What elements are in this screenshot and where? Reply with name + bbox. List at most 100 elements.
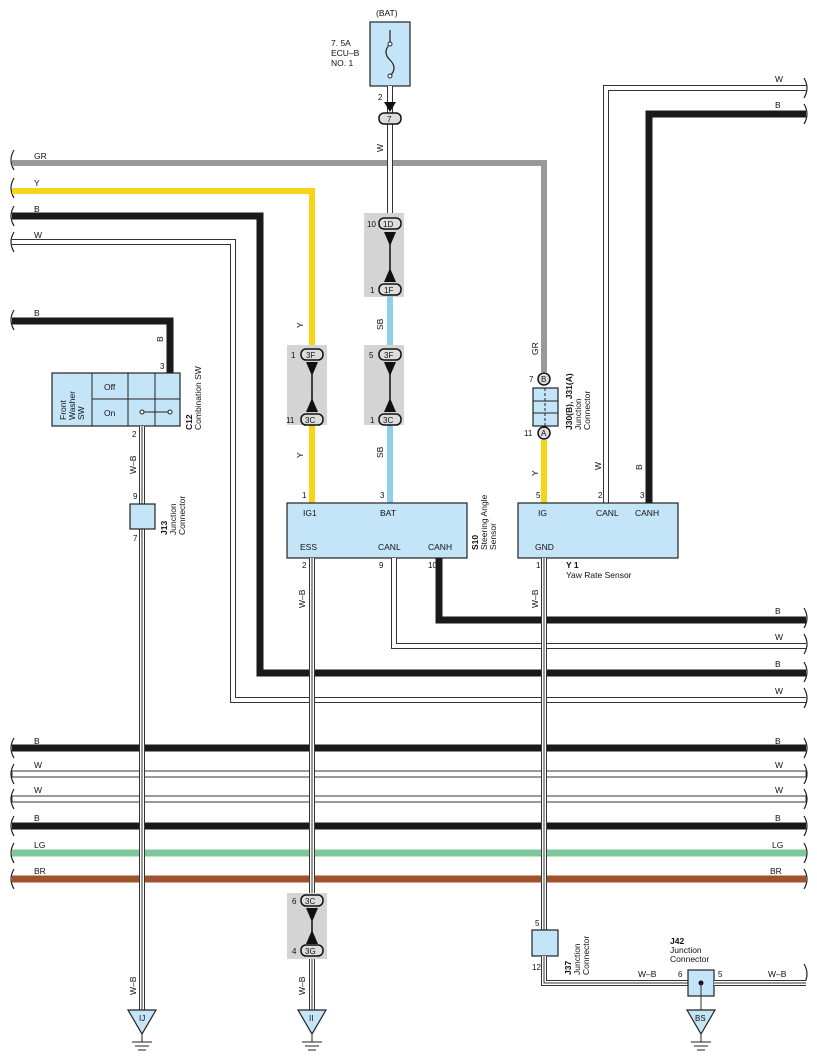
svg-text:Washer: Washer <box>67 391 77 420</box>
svg-text:A: A <box>541 429 547 438</box>
svg-text:GND: GND <box>535 542 554 552</box>
svg-text:BAT: BAT <box>380 508 396 518</box>
junction-connector-j13: 9 7 J13 Junction Connector <box>129 492 187 543</box>
svg-text:J30(B), J31(A): J30(B), J31(A) <box>564 373 574 430</box>
bus-wire-b-2: B B <box>12 813 806 830</box>
junction-box-3f-3c-y: 3F 1 3C 11 <box>286 345 327 426</box>
bus-wire-w-2: W W <box>11 785 807 803</box>
svg-text:7: 7 <box>529 375 534 384</box>
svg-text:W–B: W–B <box>638 969 657 979</box>
svg-text:LG: LG <box>34 840 45 850</box>
svg-text:11: 11 <box>286 416 295 425</box>
svg-text:B: B <box>775 659 781 669</box>
bus-wire-lg: LG LG <box>12 840 806 857</box>
svg-text:CANH: CANH <box>428 542 452 552</box>
junction-box-1d-1f: 1D 10 1F 1 <box>364 213 404 297</box>
steering-angle-sensor: IG1 BAT ESS CANL CANH 1 3 2 9 10 S10 Ste… <box>286 491 498 570</box>
junction-connector-j42: J42 Junction Connector 6 5 <box>670 936 723 1010</box>
svg-text:Y: Y <box>34 178 40 188</box>
svg-text:(BAT): (BAT) <box>376 8 398 18</box>
svg-text:W–B: W–B <box>128 976 138 995</box>
svg-text:IJ: IJ <box>139 1014 145 1023</box>
svg-text:1: 1 <box>370 286 375 295</box>
svg-text:W: W <box>593 462 603 470</box>
svg-text:5: 5 <box>536 491 541 500</box>
svg-text:3: 3 <box>160 362 165 371</box>
svg-text:ECU–B: ECU–B <box>331 48 360 58</box>
wire-ess-lower: W–B <box>297 959 315 1010</box>
wire-b-top: B B <box>12 204 806 677</box>
bus-wire-br: BR BR <box>12 866 806 883</box>
svg-text:B: B <box>155 336 165 342</box>
svg-text:2: 2 <box>598 491 603 500</box>
svg-text:Steering Angle: Steering Angle <box>479 494 489 550</box>
svg-text:B: B <box>775 813 781 823</box>
svg-text:GR: GR <box>34 151 47 161</box>
svg-text:3C: 3C <box>305 416 315 425</box>
svg-text:BR: BR <box>34 866 46 876</box>
svg-text:1: 1 <box>370 416 375 425</box>
svg-text:Connector: Connector <box>581 936 591 975</box>
svg-text:B: B <box>34 308 40 318</box>
svg-text:10: 10 <box>367 220 376 229</box>
fuse-ecu-b: (BAT) 7. 5A ECU–B NO. 1 2 <box>331 8 411 102</box>
ground-ii: II <box>296 1009 328 1051</box>
svg-text:1: 1 <box>536 561 541 570</box>
svg-text:Connector: Connector <box>177 496 187 535</box>
svg-text:B: B <box>634 464 644 470</box>
svg-text:On: On <box>104 408 116 418</box>
junction-connector-j30-j31: B 7 A 11 J30(B), J31(A) Junction Connect… <box>524 372 592 440</box>
wire-ess: W–B <box>297 558 315 893</box>
svg-text:IG: IG <box>538 508 547 518</box>
svg-text:IG1: IG1 <box>303 508 317 518</box>
combination-sw: Front Washer SW Off On C12 Combination S… <box>51 366 203 439</box>
svg-text:Y 1: Y 1 <box>566 560 579 570</box>
svg-text:B: B <box>775 100 781 110</box>
svg-text:3C: 3C <box>383 416 393 425</box>
wire-wb-j42-right: W–B <box>714 969 806 986</box>
svg-text:SB: SB <box>375 446 385 458</box>
svg-text:W: W <box>775 785 783 795</box>
svg-text:5: 5 <box>535 919 540 928</box>
svg-text:SW: SW <box>76 406 86 420</box>
svg-text:1: 1 <box>302 491 307 500</box>
yaw-rate-sensor: IG CANL CANH GND 5 2 3 1 Y 1 Yaw Rate Se… <box>517 491 679 580</box>
svg-text:Connector: Connector <box>670 954 709 964</box>
wire-break-marks <box>10 77 808 985</box>
svg-text:Front: Front <box>58 400 68 420</box>
svg-text:Sensor: Sensor <box>488 523 498 550</box>
svg-text:6: 6 <box>678 970 683 979</box>
svg-text:J13: J13 <box>159 521 169 535</box>
wire-y-lower: Y <box>295 425 315 503</box>
svg-text:B: B <box>34 204 40 214</box>
svg-text:CANL: CANL <box>378 542 401 552</box>
svg-text:W: W <box>34 760 42 770</box>
bus-wire-w-1: W W <box>11 760 807 778</box>
svg-text:W: W <box>34 785 42 795</box>
svg-text:II: II <box>309 1014 313 1023</box>
svg-text:BS: BS <box>695 1014 706 1023</box>
svg-text:W–B: W–B <box>530 589 540 608</box>
svg-text:11: 11 <box>524 429 533 438</box>
svg-text:W: W <box>775 74 783 84</box>
svg-text:B: B <box>34 813 40 823</box>
svg-text:Junction: Junction <box>573 398 583 430</box>
svg-text:1: 1 <box>291 351 296 360</box>
svg-text:W–B: W–B <box>128 455 138 474</box>
svg-text:3F: 3F <box>306 351 315 360</box>
wire-gnd-yaw: W–B <box>530 558 547 930</box>
svg-text:2: 2 <box>132 430 137 439</box>
junction-box-3c-3g: 3C 6 3G 4 <box>287 893 327 959</box>
svg-text:B: B <box>775 606 781 616</box>
svg-text:Combination SW: Combination SW <box>193 366 203 430</box>
svg-text:Junction: Junction <box>168 503 178 535</box>
svg-text:6: 6 <box>292 897 297 906</box>
svg-text:GR: GR <box>530 342 540 355</box>
svg-text:1F: 1F <box>384 286 393 295</box>
svg-text:3F: 3F <box>384 351 393 360</box>
svg-text:12: 12 <box>532 963 541 972</box>
svg-text:CANL: CANL <box>596 508 619 518</box>
wire-wb-j37-j42: W–B <box>541 956 688 986</box>
svg-text:B: B <box>775 736 781 746</box>
